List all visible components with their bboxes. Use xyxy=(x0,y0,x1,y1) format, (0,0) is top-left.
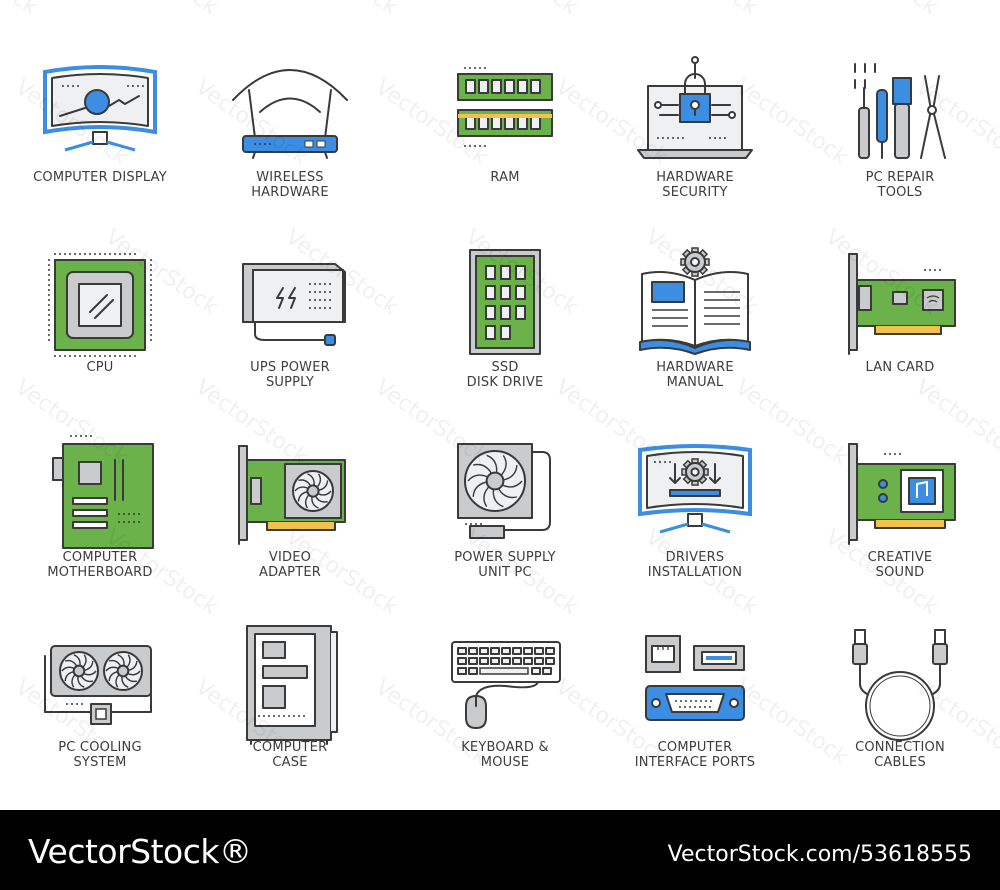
icon-label: WIRELESS HARDWARE xyxy=(251,170,329,200)
icon-tile: KEYBOARD & MOUSE xyxy=(405,590,605,780)
ram-icon xyxy=(440,50,570,180)
icon-label: COMPUTER INTERFACE PORTS xyxy=(634,740,756,770)
icon-tile: COMPUTER INTERFACE PORTS xyxy=(595,590,795,780)
icon-tile: PC REPAIR TOOLS xyxy=(800,20,1000,210)
icon-label: RAM xyxy=(490,170,520,185)
psu-icon xyxy=(440,430,570,560)
icon-label: COMPUTER DISPLAY xyxy=(33,170,167,185)
icon-label: COMPUTER MOTHERBOARD xyxy=(47,550,153,580)
icon-tile: LAN CARD xyxy=(800,210,1000,400)
icon-label: VIDEO ADAPTER xyxy=(259,550,321,580)
icon-tile: COMPUTER MOTHERBOARD xyxy=(0,400,200,590)
brand-logo-text: VectorStock® xyxy=(28,832,252,871)
cooling-icon xyxy=(35,620,165,750)
icon-label: POWER SUPPLY UNIT PC xyxy=(454,550,556,580)
icon-tile: CPU xyxy=(0,210,200,400)
icon-tile: COMPUTER CASE xyxy=(190,590,390,780)
footer-bar: VectorStock® VectorStock.com/53618555 xyxy=(0,810,1000,890)
icon-label: CONNECTION CABLES xyxy=(855,740,945,770)
icon-label: HARDWARE MANUAL xyxy=(656,360,734,390)
icon-label: CREATIVE SOUND xyxy=(867,550,933,580)
icon-tile: COMPUTER DISPLAY xyxy=(0,20,200,210)
icon-label: PC COOLING SYSTEM xyxy=(58,740,142,770)
icon-tile: DRIVERS INSTALLATION xyxy=(595,400,795,590)
icon-tile: PC COOLING SYSTEM xyxy=(0,590,200,780)
icon-tile: WIRELESS HARDWARE xyxy=(190,20,390,210)
icon-label: HARDWARE SECURITY xyxy=(656,170,734,200)
icon-tile: RAM xyxy=(405,20,605,210)
router-icon xyxy=(225,50,355,180)
icon-tile: CREATIVE SOUND xyxy=(800,400,1000,590)
stock-id-text: VectorStock.com/53618555 xyxy=(667,842,972,867)
manual-book-icon xyxy=(630,240,760,370)
icon-label: KEYBOARD & MOUSE xyxy=(461,740,549,770)
keyboard-mouse-icon xyxy=(440,620,570,750)
icon-tile: HARDWARE MANUAL xyxy=(595,210,795,400)
icon-tile: POWER SUPPLY UNIT PC xyxy=(405,400,605,590)
icon-tile: CONNECTION CABLES xyxy=(800,590,1000,780)
ups-icon xyxy=(225,240,355,370)
icon-tile: VIDEO ADAPTER xyxy=(190,400,390,590)
icon-label: LAN CARD xyxy=(865,360,935,375)
usb-cable-icon xyxy=(835,620,965,750)
icon-label: SSD DISK DRIVE xyxy=(466,360,544,390)
ssd-icon xyxy=(440,240,570,370)
ports-icon xyxy=(630,620,760,750)
icon-tile: HARDWARE SECURITY xyxy=(595,20,795,210)
computer-case-icon xyxy=(225,620,355,750)
tools-icon xyxy=(835,50,965,180)
laptop-lock-icon xyxy=(630,50,760,180)
icon-label: UPS POWER SUPPLY xyxy=(250,360,330,390)
cpu-icon xyxy=(35,240,165,370)
sound-card-icon xyxy=(835,430,965,560)
icon-label: DRIVERS INSTALLATION xyxy=(647,550,743,580)
icon-tile: SSD DISK DRIVE xyxy=(405,210,605,400)
motherboard-icon xyxy=(35,430,165,560)
icon-grid: COMPUTER DISPLAY WIRELESS HARDWARE RAM H… xyxy=(0,20,1000,780)
video-card-icon xyxy=(225,430,355,560)
icon-label: CPU xyxy=(86,360,114,375)
icon-label: COMPUTER CASE xyxy=(252,740,328,770)
lan-card-icon xyxy=(835,240,965,370)
monitor-icon xyxy=(35,50,165,180)
icon-label: PC REPAIR TOOLS xyxy=(865,170,935,200)
icon-tile: UPS POWER SUPPLY xyxy=(190,210,390,400)
drivers-monitor-icon xyxy=(630,430,760,560)
